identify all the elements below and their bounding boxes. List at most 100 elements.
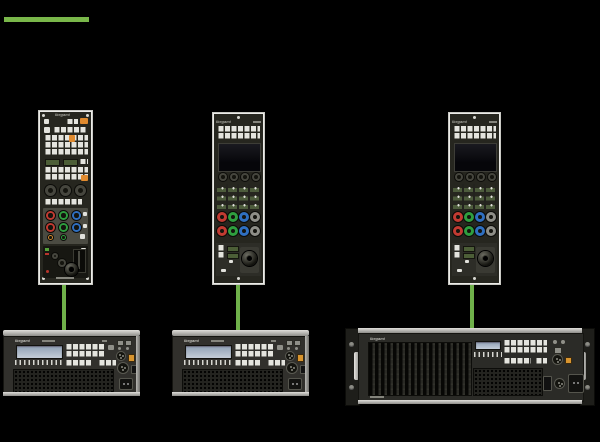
orange-button [69, 135, 75, 142]
button-grid [453, 245, 461, 259]
function-button-grid [217, 184, 260, 209]
ac-inlet [119, 378, 133, 390]
rack-body: Ikegami [3, 336, 140, 394]
base-station-left: Ikegami [3, 330, 140, 398]
button-grid [65, 344, 105, 357]
rotary-knob [60, 185, 71, 196]
mini-display [63, 159, 78, 166]
model-label [489, 121, 497, 123]
mini-display [463, 253, 475, 259]
button-grid [217, 245, 225, 259]
rotary-knob [45, 185, 56, 196]
small-knob-green [61, 235, 66, 240]
menu-knob [252, 173, 260, 181]
red-led [45, 253, 49, 255]
paint-knob-green [228, 212, 238, 222]
mini-display [227, 246, 239, 252]
paint-knob-blue [72, 223, 81, 232]
panel-button [80, 234, 85, 239]
iris-joystick [478, 251, 493, 266]
paint-knob-master [250, 226, 260, 236]
paint-knob-red [453, 212, 463, 222]
paint-control-section [216, 211, 261, 240]
connector [118, 347, 121, 350]
xlr-connector [553, 355, 562, 364]
model-label [42, 340, 55, 342]
green-led [45, 248, 49, 251]
iris-master-section [43, 246, 88, 278]
rotary-knob [75, 185, 86, 196]
screw-icon [473, 277, 476, 280]
panel-button [83, 212, 87, 216]
indicator [271, 340, 276, 342]
connector [125, 340, 132, 346]
paint-knob-master [486, 226, 496, 236]
model-label [253, 121, 261, 123]
screw-icon [86, 277, 89, 280]
panel-body: Ikegami [450, 114, 499, 283]
panel-button [44, 127, 50, 133]
connector [295, 347, 298, 350]
control-panel-left: Ikegami [38, 110, 93, 285]
panel-body: Ikegami [40, 112, 91, 283]
connection-line-center [236, 285, 240, 331]
paint-knob-red [453, 226, 463, 236]
connector [126, 347, 129, 350]
panel-button [83, 224, 87, 228]
paint-knob-blue [72, 211, 81, 220]
mini-display [227, 253, 239, 259]
panel-button [108, 345, 114, 350]
connector [294, 340, 301, 346]
button-grid [44, 135, 88, 156]
xlr-connector [117, 352, 125, 360]
fiber-connector [565, 357, 572, 364]
rack-top-rail [358, 328, 582, 333]
xlr-connector [287, 363, 297, 373]
ac-inlet [288, 378, 302, 390]
button-grid [453, 126, 496, 140]
iris-master-section [216, 243, 261, 276]
button-grid [503, 358, 531, 364]
status-display [475, 341, 501, 350]
status-display [16, 345, 63, 359]
connection-line-right [470, 285, 474, 331]
dip-switch-row [474, 352, 502, 357]
ventilation-grille [368, 342, 472, 396]
connector [117, 340, 124, 346]
xlr-connector [286, 352, 294, 360]
red-indicator [46, 270, 49, 273]
screw-icon [237, 277, 240, 280]
mini-display [463, 246, 475, 252]
button-grid [44, 199, 82, 205]
connector [561, 340, 565, 344]
paint-knob-red [46, 223, 55, 232]
menu-knob [241, 173, 249, 181]
connector [554, 347, 562, 354]
header-underline-bar [4, 17, 89, 22]
rack-bottom-rail [172, 392, 309, 396]
rack-screw [349, 385, 354, 390]
ventilation-grille [473, 368, 543, 396]
screw-icon [42, 277, 45, 280]
paint-knob-master [486, 212, 496, 222]
iris-knob [65, 263, 78, 276]
button-grid [234, 344, 274, 357]
mini-display [45, 159, 60, 166]
xlr-connector [555, 379, 564, 388]
rack-body: Ikegami [358, 333, 584, 402]
ikegami-logo: Ikegami [15, 338, 30, 343]
function-button-grid [453, 184, 496, 209]
lcd-screen [218, 143, 261, 172]
button-grid [503, 340, 547, 354]
small-knob-orange [48, 235, 53, 240]
control-panel-right: Ikegami [448, 112, 501, 285]
rack-top-rail [3, 330, 140, 336]
panel-button [44, 119, 49, 124]
paint-knob-green [59, 223, 68, 232]
paint-knob-blue [239, 226, 249, 236]
button-grid [98, 360, 116, 366]
paint-knob-red [217, 212, 227, 222]
button-grid [535, 358, 547, 364]
button-grid [79, 159, 88, 164]
